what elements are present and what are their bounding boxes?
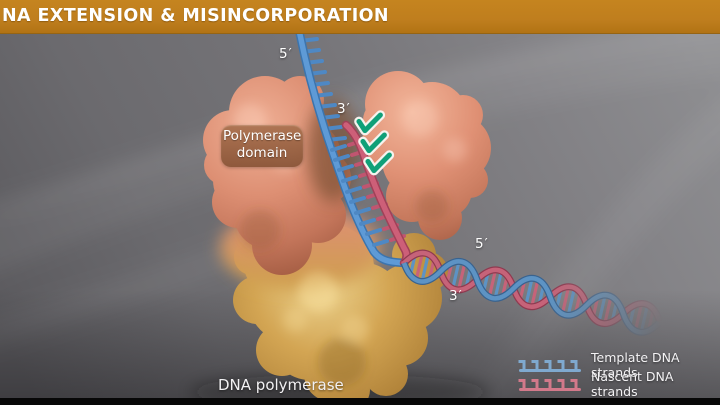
legend-row-nascent: Nascent DNA strands <box>518 369 720 399</box>
page-title: NA EXTENSION & MISINCORPORATION <box>2 6 389 26</box>
legend-label-template: Template DNA strands <box>591 350 680 380</box>
enzyme-caption: DNA polymerase <box>218 376 344 394</box>
polymerase-domain-badge: Polymerase domain <box>221 125 303 167</box>
badge-line-2: domain <box>236 145 288 161</box>
legend: Template DNA strands Nascent DNA strands <box>518 350 720 399</box>
double-helix <box>400 249 663 336</box>
template-strand-icon <box>518 360 581 372</box>
label-template-5-prime: 5′ <box>279 46 293 62</box>
dna-polymerase-enzyme <box>203 71 491 405</box>
badge-line-1: Polymerase <box>223 128 302 144</box>
title-bar: NA EXTENSION & MISINCORPORATION <box>0 0 720 34</box>
bottom-letterbox <box>0 398 720 405</box>
template-dna-strand <box>294 25 409 268</box>
legend-row-template: Template DNA strands <box>518 350 720 380</box>
label-helix-5-prime: 5′ <box>475 236 489 252</box>
label-nascent-3-prime: 3′ <box>337 101 351 117</box>
nascent-strand-icon <box>518 379 581 391</box>
label-helix-3-prime: 3′ <box>449 288 463 304</box>
legend-label-nascent: Nascent DNA strands <box>591 369 674 399</box>
